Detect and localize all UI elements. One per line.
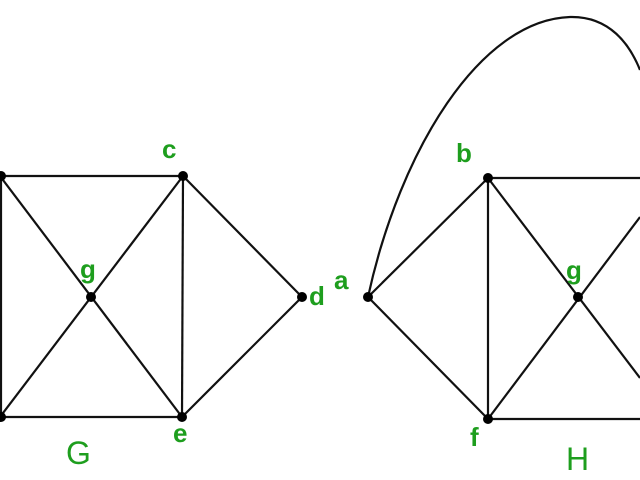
graph-name-g: G: [66, 435, 91, 471]
vertex-a: [363, 292, 373, 302]
vertex-f: [483, 414, 493, 424]
graph-h: a b g f H: [334, 15, 640, 477]
label-d: d: [309, 281, 325, 311]
vertex-g: [86, 292, 96, 302]
label-g: g: [80, 254, 96, 284]
edge-a-curve: [366, 15, 640, 298]
edge-a-f: [367, 296, 489, 420]
vertex-bottom-left: [0, 412, 6, 422]
label-e: e: [173, 418, 187, 448]
vertex-top-left: [0, 171, 6, 181]
label-g: g: [566, 255, 582, 285]
edge-f-g-diag: [487, 216, 640, 420]
vertex-c: [178, 171, 188, 181]
vertex-e: [177, 412, 187, 422]
label-b: b: [456, 138, 472, 168]
label-a: a: [334, 265, 349, 295]
vertex-b: [483, 173, 493, 183]
vertex-d: [297, 292, 307, 302]
edge-a-b: [367, 177, 489, 298]
label-f: f: [470, 422, 479, 452]
graph-name-h: H: [566, 441, 589, 477]
vertex-g: [573, 292, 583, 302]
edge-b-g-diag: [487, 177, 640, 379]
label-c: c: [162, 134, 176, 164]
edge-c-d: [182, 175, 303, 298]
graph-g: c g d e G: [0, 134, 325, 471]
edge-c-e: [180, 175, 185, 418]
edge-d-e: [181, 296, 303, 418]
